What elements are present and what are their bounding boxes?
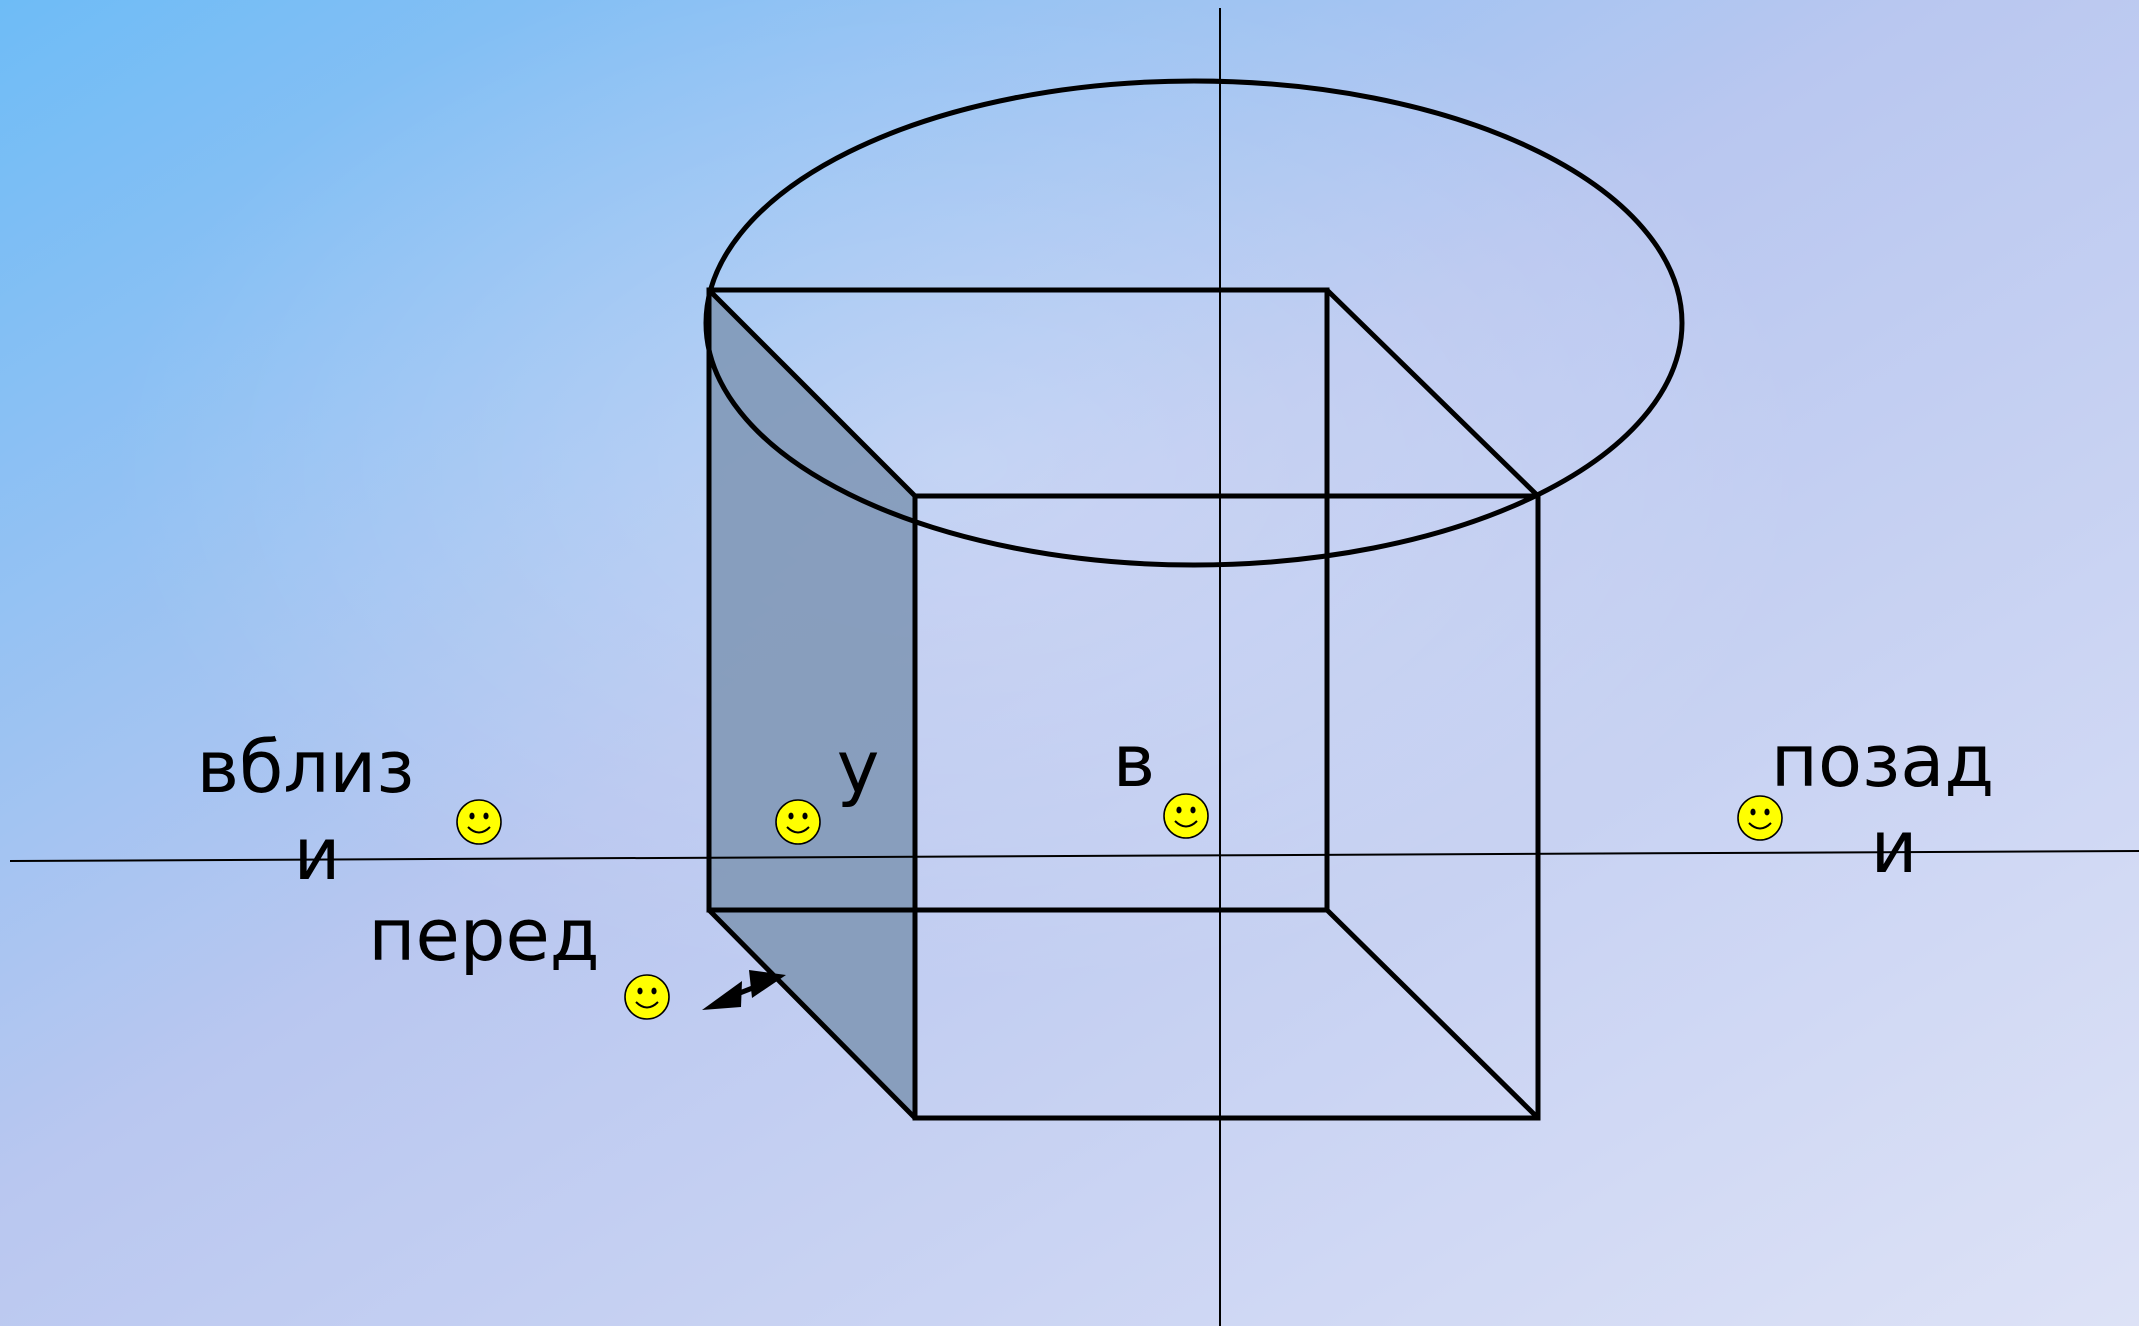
cube-edge-top-left (707, 288, 917, 498)
cube-back-face (706, 287, 1330, 913)
cube-edge-bottom-right (1325, 908, 1540, 1120)
label-near-line2: и (294, 812, 341, 896)
horizontal-axis (9, 850, 2139, 862)
cube (706, 287, 1541, 1121)
smiley-face-icon-front (624, 974, 670, 1020)
label-in: в (1113, 719, 1155, 803)
double-headed-arrow-icon (702, 970, 786, 1010)
label-front: перед (368, 893, 599, 977)
smiley-face-icon-near (456, 799, 502, 845)
label-behind-line2: и (1871, 805, 1918, 889)
cube-edge-bottom-left (707, 908, 917, 1120)
label-behind-line1: позад (1771, 719, 1994, 803)
top-ellipse (703, 78, 1685, 568)
smiley-face-icon-at (775, 799, 821, 845)
label-near: вблиз и (197, 725, 438, 896)
cube-front-face (912, 493, 1541, 1121)
label-near-line1: вблиз (197, 725, 415, 809)
smiley-face-icon-in (1163, 793, 1209, 839)
label-at: у (837, 725, 880, 809)
label-behind: позад и (1771, 719, 2017, 889)
cube-edge-top-right (1325, 288, 1540, 498)
